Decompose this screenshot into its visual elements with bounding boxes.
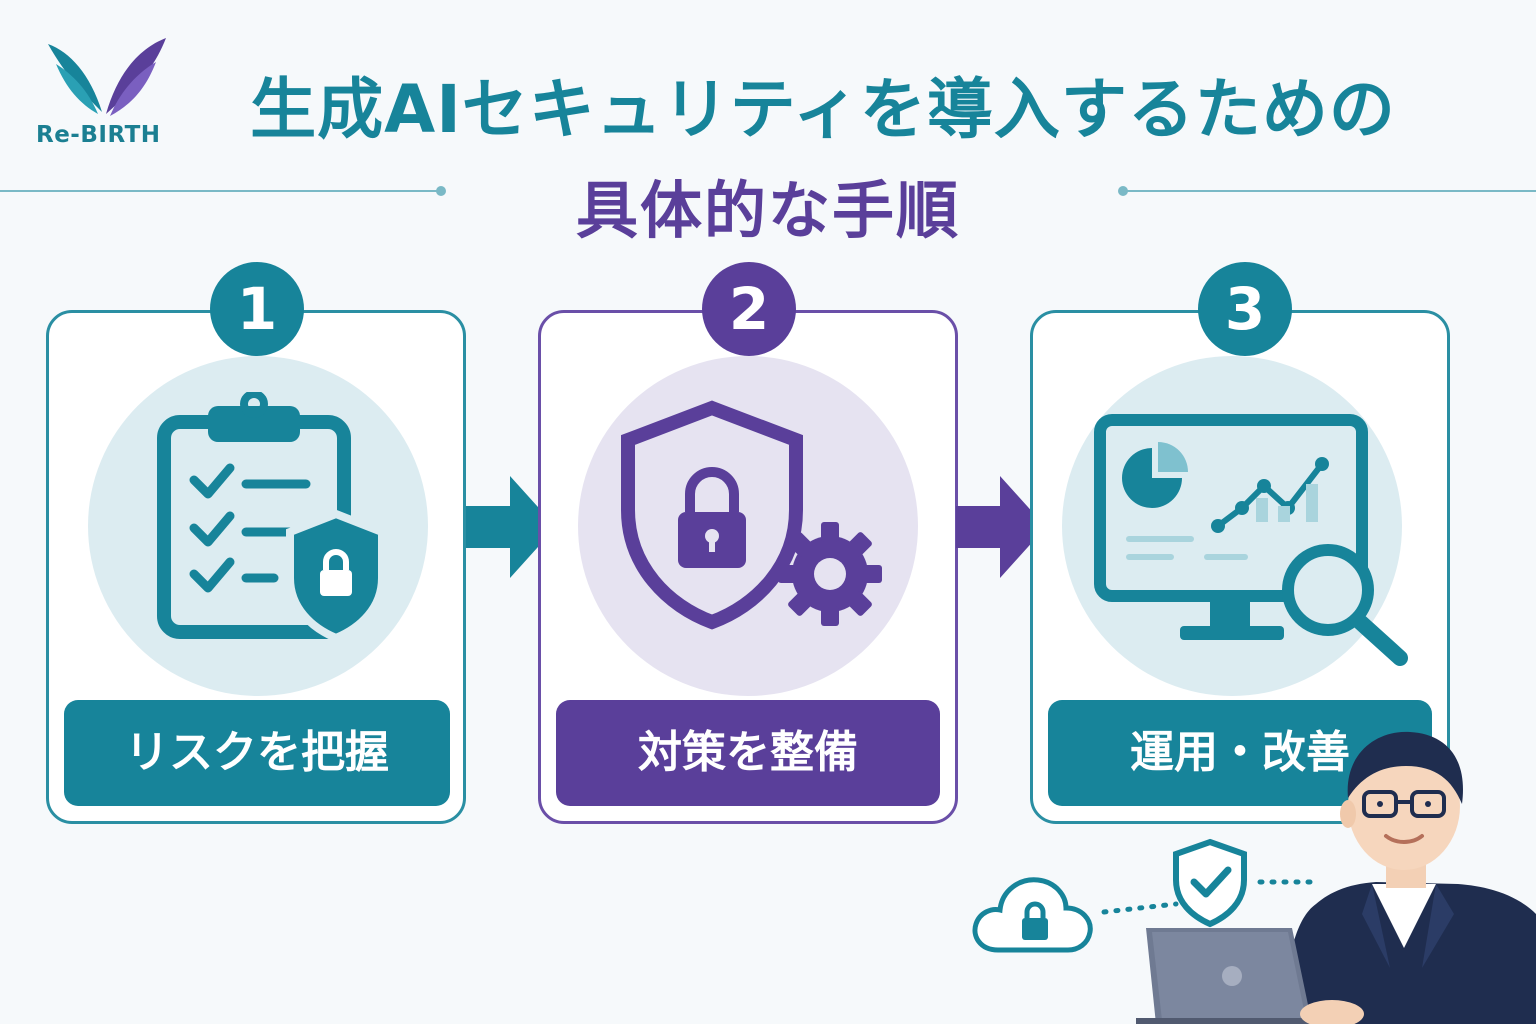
step-label-1: リスクを把握 [64, 700, 450, 806]
dotted-link-left [1101, 901, 1179, 915]
shield-check-icon [1173, 838, 1247, 928]
cloud-lock-icon [972, 877, 1093, 953]
step-number-1: 1 [210, 262, 304, 356]
arrow-right-icon [956, 476, 1046, 578]
dotted-link-right [1257, 879, 1315, 885]
divider-right [1124, 190, 1536, 192]
monitor-analytics-icon [1094, 414, 1408, 666]
step-number-2: 2 [702, 262, 796, 356]
divider-dot-left [436, 186, 446, 196]
clipboard-shield-icon [157, 392, 386, 643]
shield-lock-gear-icon [621, 400, 882, 630]
page-title: 生成AIセキュリティを導入するための [250, 71, 1396, 148]
step-number-3: 3 [1198, 262, 1292, 356]
logo-mark-icon [48, 38, 166, 116]
divider-left [0, 190, 440, 192]
arrow-right-icon [466, 476, 556, 578]
divider-dot-right [1118, 186, 1128, 196]
brand-name: Re-BIRTH [36, 122, 161, 148]
step-label-2: 対策を整備 [556, 700, 940, 806]
person-with-laptop-illustration [1136, 731, 1536, 1024]
page-subtitle: 具体的な手順 [575, 174, 960, 247]
